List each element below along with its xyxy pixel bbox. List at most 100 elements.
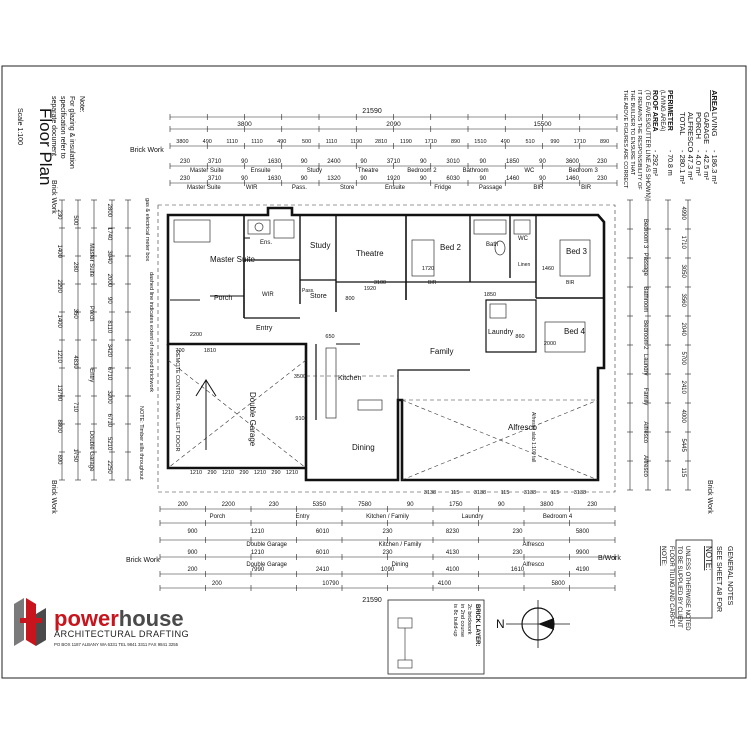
interior-dim-value: 290 xyxy=(207,470,216,476)
interior-dim-value: 1210 xyxy=(190,470,202,476)
top-dim-value: 230 xyxy=(180,159,191,165)
right-dim-room-label: Bedroom 2 xyxy=(642,320,648,350)
interior-dim-value: 1920 xyxy=(364,286,376,292)
svg-text:Brick Work: Brick Work xyxy=(50,180,57,214)
top-dim-value: 90 xyxy=(360,176,367,182)
bottom-dim-room-label: Alfresco xyxy=(522,562,544,568)
right-dim-room-label: Family xyxy=(642,388,648,406)
bottom-dim-value: 90 xyxy=(407,502,414,508)
living-area-label: (LIVING AREA) xyxy=(659,90,665,131)
left-dim-value: 1400 xyxy=(56,315,62,329)
top-dim-value: 3010 xyxy=(446,159,460,165)
bottom-dim-value: 4130 xyxy=(446,550,460,556)
top-dim-value: 2400 xyxy=(327,159,341,165)
area-row-alfresco-label: ALFRESCO xyxy=(686,112,695,153)
top-dim-value: 90 xyxy=(539,159,546,165)
interior-dim-value: 910 xyxy=(295,416,304,422)
roof-area-value: - 292 m² xyxy=(651,150,658,177)
top-dim-room-label: Pass. xyxy=(292,185,307,191)
top-dim-value: 90 xyxy=(539,176,546,182)
bottom-dim-value: 230 xyxy=(587,502,598,508)
bottom-dimension-ticks xyxy=(159,506,616,591)
roof-area-note: (TO EAVES/GUTTER LINE AS SHOWN) xyxy=(644,90,650,199)
right-dim-value: 4990 xyxy=(680,207,686,221)
carpet-note-line2: TO BE SUPPLIED BY CLIENT xyxy=(676,546,682,628)
bottom-dim-value: 5350 xyxy=(313,502,327,508)
bottom-dim-value: 3800 xyxy=(540,502,554,508)
bottom-dim-value: 230 xyxy=(382,529,393,535)
room-wir: WIR xyxy=(262,292,274,298)
b-work-label-bottom-right: B/Work xyxy=(598,555,621,562)
note-dashed: dashed line indicates extent of reduced … xyxy=(148,272,154,392)
interior-dim-value: 1720 xyxy=(422,266,434,272)
left-dim-value: 1210 xyxy=(56,350,62,364)
glazing-note-title: Note: xyxy=(78,96,85,113)
left-dim-room-label: Porch xyxy=(88,306,94,322)
area-heading: AREA xyxy=(710,90,719,112)
bottom-dim-value: 200 xyxy=(178,502,189,508)
sheet-title: Floor Plan xyxy=(36,108,55,185)
left-dim-value: 500 xyxy=(72,215,78,226)
top-dim-room-label: Ensuite xyxy=(251,168,272,174)
interior-dim-value: 3138 xyxy=(524,490,536,496)
left-dim-value: 2250 xyxy=(106,460,112,474)
top-dim-room-label: Bedroom 2 xyxy=(407,168,437,174)
area-row-living-value: - 186.3 m² xyxy=(710,150,719,185)
bottom-dim-value: 1090 xyxy=(381,567,395,573)
interior-dim-value: 1810 xyxy=(204,348,216,354)
room-master-suite: Master Suite xyxy=(210,255,255,264)
bottom-dim-room-label: Kitchen / Family xyxy=(366,514,409,520)
top-dim-room-label: Study xyxy=(307,168,322,174)
area-row-total-label: TOTAL xyxy=(678,112,687,135)
room-pass: Pass. xyxy=(302,288,315,294)
left-dim-value: 4830 xyxy=(72,355,78,369)
room-bed3: Bed 3 xyxy=(566,247,587,256)
interior-dimensions: 1920172018501460860200035009108006502200… xyxy=(175,266,586,496)
left-dim-value: 3200 xyxy=(106,390,112,404)
interior-dim-value: 290 xyxy=(271,470,280,476)
top-dim-value: 1320 xyxy=(327,176,341,182)
top-dim-value: 1190 xyxy=(400,139,412,145)
svg-text:REMOTE CONTROL PANEL LIFT DOOR: REMOTE CONTROL PANEL LIFT DOOR xyxy=(174,350,180,451)
top-dim-value: 90 xyxy=(360,159,367,165)
brand-contact: PO BOX 1187 ALBANY WA 6331 TEL 9841 3311… xyxy=(54,642,179,647)
area-disclaimer-3: THE ABOVE FIGURES ARE CORRECT xyxy=(622,90,628,189)
carpet-note: NOTE: FLOOR TILING AND CARPET TO BE SUPP… xyxy=(660,546,690,631)
interior-dim-value: 115 xyxy=(551,490,560,496)
bottom-dim-value: 1210 xyxy=(251,550,265,556)
room-dining: Dining xyxy=(352,443,375,452)
north-point: N xyxy=(496,600,570,648)
right-dim-room-label: Bedroom 3 xyxy=(642,219,648,249)
bottom-dim-room-label: Double Garage xyxy=(246,542,287,548)
bottom-overall-dim: 21590 xyxy=(362,597,382,604)
room-wc: WC xyxy=(518,236,529,242)
top-dim-value: 90 xyxy=(301,176,308,182)
interior-dim-value: 1210 xyxy=(254,470,266,476)
top-dim-value: 3710 xyxy=(208,176,222,182)
brick-note-line1: 2c brickwork xyxy=(466,604,472,635)
left-dim-value: 5210 xyxy=(106,437,112,451)
brick-work-label-right: Brick Work xyxy=(706,480,713,514)
brand-name-power: powerhouse xyxy=(54,606,184,631)
right-dimension-lines xyxy=(629,200,689,490)
top-dim-value: 3800 xyxy=(176,139,188,145)
bottom-dim-value: 230 xyxy=(382,550,393,556)
bottom-dim-value: 230 xyxy=(269,502,280,508)
bottom-dim-value: 9900 xyxy=(576,550,590,556)
brick-note-line3: is 8c build-up xyxy=(452,604,458,636)
interior-dim-value: 860 xyxy=(515,334,524,340)
top-dim-value: 1110 xyxy=(251,139,262,145)
left-dim-value: 1740 xyxy=(106,227,112,241)
area-row-living-label: LIVING xyxy=(710,112,719,137)
top-dim-value: 3710 xyxy=(387,159,401,165)
svg-text:Double Garage: Double Garage xyxy=(248,392,257,447)
